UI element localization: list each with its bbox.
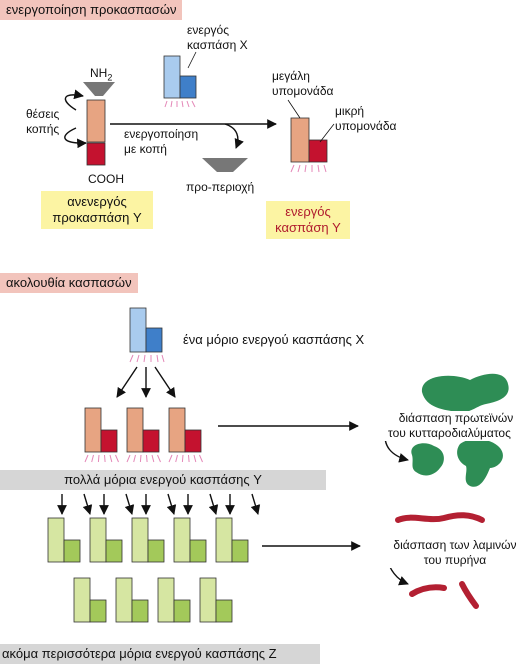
prodomain-release-arrow xyxy=(224,123,244,149)
caspase-z-top-2 xyxy=(89,517,123,563)
inactive-procaspase-y-box: ανενεργός προκασπάση Y xyxy=(41,191,153,229)
large-subunit-label: μεγάλη υπομονάδα xyxy=(272,69,334,98)
cooh-label: COOH xyxy=(88,172,124,186)
even-more-band: ακόμα περισσότερα μόρια ενεργού κασπάσης… xyxy=(0,644,320,664)
caspase-y-1 xyxy=(84,407,119,463)
small-subunit-label: μικρή υπομονάδα xyxy=(335,104,397,133)
active-caspase-y-box: ενεργός κασπάση Y xyxy=(266,201,350,239)
caspase-y-group xyxy=(84,407,203,463)
caspase-z-top-3 xyxy=(131,517,165,563)
cytosolic-cleavage-label: διάσπαση πρωτεϊνών του κυτταροδιαλύματος xyxy=(382,411,530,441)
lamin-fragment-1 xyxy=(409,584,447,597)
caspase-z-top-4 xyxy=(173,517,207,563)
activation-by-cleavage-label: ενεργοποίηση με κοπή xyxy=(124,127,199,156)
caspase-z-bottom-4 xyxy=(199,577,233,623)
cytosolic-protein-fragment-1 xyxy=(411,443,444,476)
y-to-z-arrow xyxy=(208,493,219,515)
caspase-y-active xyxy=(290,117,328,173)
lamin-cleavage-label: διάσπαση των λαμινών του πυρήνα xyxy=(382,538,528,568)
caspase-z-bottom-2 xyxy=(115,577,149,623)
small-subunit-leader xyxy=(319,123,335,143)
caspase-y-3 xyxy=(168,407,203,463)
active-caspase-x-label: ενεργός κασπάση X xyxy=(187,23,248,52)
cytosolic-protein-fragment-2 xyxy=(457,439,503,487)
y-to-z-arrow xyxy=(82,493,93,515)
cascade-caspase-x xyxy=(129,307,165,363)
cytosolic-protein-whole xyxy=(421,373,509,413)
caspase-z-bottom-1 xyxy=(73,577,107,623)
cascade-arrow-1 xyxy=(116,366,138,398)
cascade-section-title: ακολουθία κασπασών xyxy=(0,273,138,293)
caspase-z-group xyxy=(47,517,249,623)
caspase-x-top xyxy=(163,55,197,108)
y-to-z-arrows xyxy=(57,493,261,515)
procaspase-large-segment xyxy=(86,99,106,143)
cut-site-arrow-top xyxy=(64,89,84,111)
prodomain-label: προ-περιοχή xyxy=(186,180,255,194)
caspase-z-bottom-3 xyxy=(157,577,191,623)
procaspase-y xyxy=(83,82,115,166)
cascade-arrow-3 xyxy=(154,366,176,398)
procaspase-small-segment xyxy=(86,142,106,166)
y-to-z-arrow xyxy=(250,493,261,515)
activation-section-title: ενεργοποίηση προκασπασών xyxy=(0,0,183,20)
caspase-y-2 xyxy=(126,407,161,463)
lamin-whole xyxy=(395,512,485,523)
one-molecule-label: ένα μόριο ενεργού κασπάσης X xyxy=(183,332,365,347)
released-prodomain xyxy=(202,158,248,172)
caspase-x-leader-line xyxy=(187,51,197,69)
prodomain-cap xyxy=(83,82,115,96)
large-subunit-leader xyxy=(287,99,301,119)
caspase-z-top-5 xyxy=(215,517,249,563)
y-to-z-arrow xyxy=(166,493,177,515)
cut-site-arrow-bottom xyxy=(64,127,87,149)
nh2-label: NH2 xyxy=(90,66,113,83)
y-to-z-arrow xyxy=(124,493,135,515)
lamin-fragment-2 xyxy=(459,581,479,609)
cut-sites-label: θέσεις κοπής xyxy=(26,107,60,136)
many-molecules-band: πολλά μόρια ενεργού κασπάσης Y xyxy=(0,470,326,490)
caspase-z-top-1 xyxy=(47,517,81,563)
